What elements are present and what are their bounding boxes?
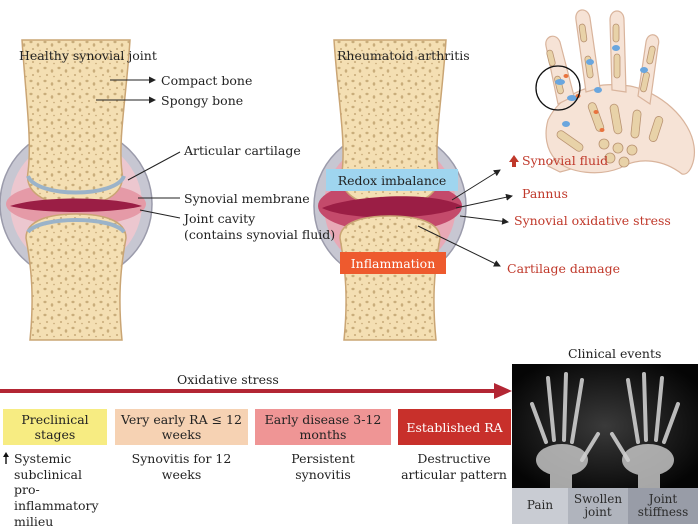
healthy-joint-illustration bbox=[0, 39, 153, 341]
hand-illustration bbox=[535, 9, 695, 175]
stage-preclinical-caption: Systemic subclinical pro-inflammatory mi… bbox=[14, 451, 99, 529]
ra-joint-title: Rheumatoid arthritis bbox=[337, 48, 470, 63]
stage-early-disease: Early disease 3-12 months bbox=[255, 409, 391, 445]
synovial-fluid-increase-icon bbox=[509, 155, 519, 167]
ra-joint-illustration bbox=[313, 39, 467, 341]
oxidative-stress-label: Oxidative stress bbox=[177, 372, 279, 387]
oxidative-stress-arrow bbox=[0, 383, 512, 399]
articular-cartilage-label: Articular cartilage bbox=[184, 143, 301, 158]
synovial-membrane-label: Synovial membrane bbox=[184, 191, 310, 206]
synovial-oxidative-stress-label: Synovial oxidative stress bbox=[514, 213, 671, 228]
healthy-joint-cavity bbox=[10, 198, 142, 212]
synovial-fluid-label: Synovial fluid bbox=[522, 153, 609, 168]
stage-established-ra: Established RA bbox=[398, 409, 511, 445]
clinical-event-swollen-joint: Swollen joint bbox=[568, 488, 628, 524]
ra-leader-lines bbox=[417, 169, 513, 267]
clinical-events-title: Clinical events bbox=[568, 346, 662, 361]
stage-preclinical: Preclinical stages bbox=[3, 409, 107, 445]
hand-xray-image bbox=[512, 364, 698, 488]
joint-cavity-sublabel: (contains synovial fluid) bbox=[184, 227, 336, 242]
healthy-leader-lines bbox=[96, 76, 181, 219]
hand-magnified-joint-circle bbox=[535, 65, 581, 111]
clinical-event-pain: Pain bbox=[512, 488, 568, 524]
healthy-upper-bone bbox=[21, 39, 131, 207]
redox-imbalance-box: Redox imbalance bbox=[326, 169, 458, 191]
stage-very-early-caption: Synovitis for 12 weeks bbox=[131, 451, 232, 482]
spongy-bone-label: Spongy bone bbox=[161, 93, 244, 108]
healthy-lower-bone bbox=[25, 213, 127, 341]
healthy-joint-title: Healthy synovial joint bbox=[19, 48, 157, 63]
stage-very-early-ra: Very early RA ≤ 12 weeks bbox=[115, 409, 248, 445]
ra-lower-bone bbox=[339, 215, 441, 341]
stage-established-caption: Destructive articular pattern bbox=[401, 451, 507, 482]
compact-bone-label: Compact bone bbox=[161, 73, 253, 88]
joint-cavity-label: Joint cavity bbox=[184, 211, 256, 226]
ra-pannus bbox=[322, 196, 462, 218]
inflammation-box: Inflammation bbox=[340, 252, 446, 274]
pannus-label: Pannus bbox=[522, 186, 568, 201]
clinical-event-joint-stiffness: Joint stiffness bbox=[628, 488, 698, 524]
increase-arrow-icon bbox=[3, 452, 9, 464]
stage-early-disease-caption: Persistent synovitis bbox=[291, 451, 355, 482]
cartilage-damage-label: Cartilage damage bbox=[507, 261, 620, 276]
